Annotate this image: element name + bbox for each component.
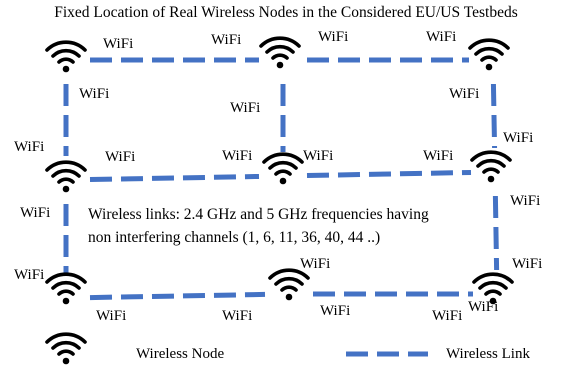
wireless-link-n5-n6 — [306, 169, 472, 179]
diagram-title: Fixed Location of Real Wireless Nodes in… — [54, 4, 518, 21]
wifi-icon — [259, 36, 301, 71]
wifi-link-label: WiFi — [503, 130, 533, 146]
legend-wifi-icon — [45, 332, 87, 367]
legend-node-label: Wireless Node — [136, 346, 224, 362]
wifi-link-label: WiFi — [426, 29, 456, 45]
wifi-link-label: WiFi — [20, 205, 50, 221]
wifi-link-label: WiFi — [423, 148, 453, 164]
wifi-link-label: WiFi — [14, 139, 44, 155]
wifi-icon — [45, 40, 87, 75]
wifi-link-label: WiFi — [510, 193, 540, 209]
wifi-link-label: WiFi — [222, 308, 252, 324]
wifi-link-label: WiFi — [432, 308, 462, 324]
wifi-icon — [470, 150, 512, 185]
wifi-icon — [262, 152, 304, 187]
wireless-link-n7-n8 — [89, 291, 266, 301]
wifi-link-label: WiFi — [222, 148, 252, 164]
wireless-link-n4-n5 — [89, 173, 260, 183]
annotation-line-1: Wireless links: 2.4 GHz and 5 GHz freque… — [88, 206, 429, 223]
wifi-icon — [45, 272, 87, 307]
wifi-link-label: WiFi — [79, 86, 109, 102]
legend-link-label: Wireless Link — [446, 346, 530, 362]
wireless-link-n6-n9 — [492, 195, 500, 271]
annotation-line-2: non interfering channels (1, 6, 11, 36, … — [88, 229, 380, 246]
wifi-link-label: WiFi — [512, 256, 542, 272]
wifi-link-label: WiFi — [96, 308, 126, 324]
wireless-link-n3-n6 — [490, 83, 498, 149]
links-layer — [63, 57, 500, 301]
wifi-link-label: WiFi — [105, 149, 135, 165]
wifi-link-label: WiFi — [14, 267, 44, 283]
wifi-link-label: WiFi — [449, 86, 479, 102]
wifi-link-label: WiFi — [103, 36, 133, 52]
wifi-link-label: WiFi — [211, 32, 241, 48]
wifi-link-label: WiFi — [300, 256, 330, 272]
wifi-icon — [268, 268, 310, 303]
wifi-link-label: WiFi — [230, 100, 260, 116]
wifi-link-label: WiFi — [303, 148, 333, 164]
wifi-link-label: WiFi — [318, 29, 348, 45]
wifi-link-label: WiFi — [320, 303, 350, 319]
legend: Wireless Node Wireless Link — [45, 332, 530, 367]
wifi-icon — [45, 160, 87, 195]
wifi-icon — [468, 38, 510, 73]
